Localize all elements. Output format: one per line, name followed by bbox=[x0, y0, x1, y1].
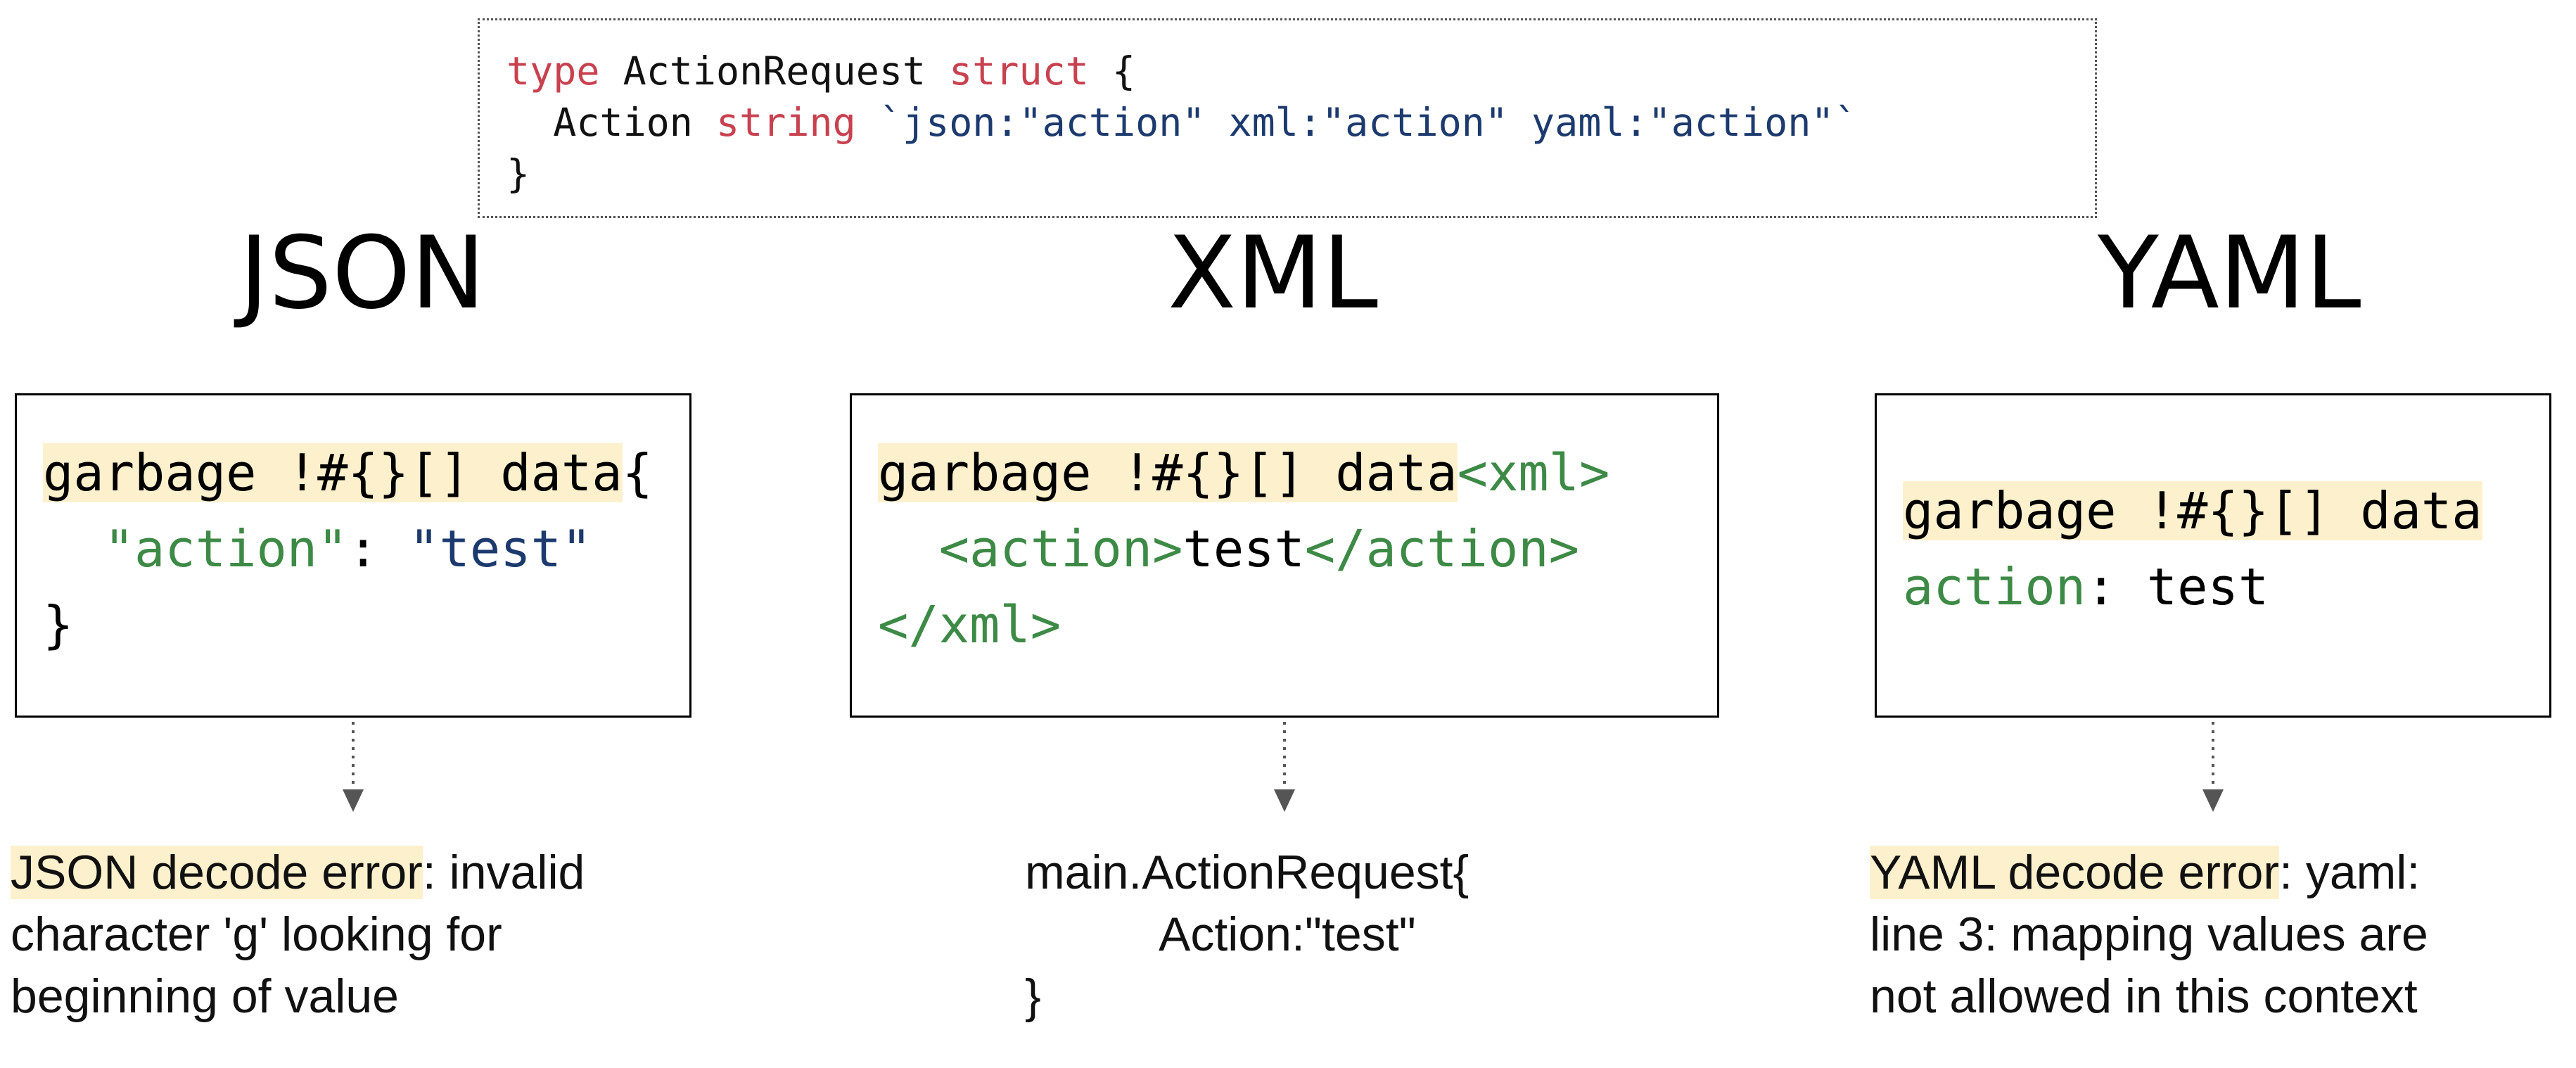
xml-result-line3: } bbox=[1025, 970, 1041, 1023]
struct-tags: `json:"action" xml:"action" yaml:"action… bbox=[879, 100, 1858, 145]
struct-brace-close: } bbox=[506, 151, 530, 196]
json-error-line1-rest: : invalid bbox=[422, 846, 585, 899]
json-brace-open: { bbox=[622, 443, 653, 502]
yaml-arrow bbox=[2202, 722, 2224, 812]
json-value: "test" bbox=[409, 519, 592, 578]
type-name: ActionRequest bbox=[623, 49, 926, 94]
xml-value: test bbox=[1182, 519, 1305, 578]
json-garbage: garbage !#{}[] data bbox=[43, 443, 623, 502]
json-title: JSON bbox=[239, 215, 486, 331]
xml-result-line1: main.ActionRequest{ bbox=[1025, 846, 1469, 899]
xml-open-tag: <xml> bbox=[1457, 443, 1610, 502]
xml-action-close-tag: </action> bbox=[1304, 519, 1580, 578]
struct-code: type ActionRequest struct { Action strin… bbox=[506, 46, 1858, 200]
struct-brace-open: { bbox=[1111, 49, 1136, 94]
json-result: JSON decode error: invalid character 'g'… bbox=[11, 841, 585, 1027]
json-error-line2: character 'g' looking for bbox=[11, 908, 502, 961]
xml-garbage: garbage !#{}[] data bbox=[878, 443, 1458, 502]
yaml-result: YAML decode error: yaml: line 3: mapping… bbox=[1870, 841, 2428, 1027]
xml-result: main.ActionRequest{ Action:"test" } bbox=[1025, 841, 1469, 1027]
json-input-box: garbage !#{}[] data{ "action": "test" } bbox=[15, 393, 691, 718]
xml-result-line2: Action:"test" bbox=[1159, 908, 1416, 961]
json-colon: : bbox=[347, 519, 409, 578]
yaml-error-highlight: YAML decode error bbox=[1870, 846, 2280, 899]
yaml-garbage: garbage !#{}[] data bbox=[1903, 481, 2482, 540]
yaml-error-line3: not allowed in this context bbox=[1870, 970, 2418, 1023]
xml-close-tag: </xml> bbox=[878, 595, 1061, 654]
keyword-struct: struct bbox=[949, 49, 1089, 94]
yaml-error-line2: line 3: mapping values are bbox=[1870, 908, 2428, 961]
json-arrow bbox=[343, 722, 364, 812]
xml-action-open-tag: <action> bbox=[938, 519, 1183, 578]
json-error-line3: beginning of value bbox=[11, 970, 400, 1023]
xml-arrow bbox=[1274, 722, 1295, 812]
yaml-title: YAML bbox=[2098, 215, 2361, 331]
yaml-code: garbage !#{}[] data action: test bbox=[1903, 473, 2482, 625]
xml-code: garbage !#{}[] data<xml> <action>test</a… bbox=[878, 435, 1609, 663]
json-brace-close: } bbox=[43, 595, 74, 654]
yaml-input-box: garbage !#{}[] data action: test bbox=[1875, 393, 2551, 718]
field-name: Action bbox=[553, 100, 693, 145]
yaml-value: test bbox=[2146, 557, 2269, 616]
yaml-error-line1-rest: : yaml: bbox=[2279, 846, 2421, 899]
struct-definition-box: type ActionRequest struct { Action strin… bbox=[478, 18, 2097, 218]
keyword-type: type bbox=[506, 49, 600, 94]
field-type: string bbox=[716, 100, 856, 145]
xml-title: XML bbox=[1168, 215, 1378, 331]
json-code: garbage !#{}[] data{ "action": "test" } bbox=[43, 435, 653, 663]
yaml-colon: : bbox=[2086, 557, 2147, 616]
yaml-key: action bbox=[1903, 557, 2086, 616]
json-error-highlight: JSON decode error bbox=[11, 846, 423, 899]
json-key: "action" bbox=[103, 519, 348, 578]
xml-input-box: garbage !#{}[] data<xml> <action>test</a… bbox=[850, 393, 1719, 718]
